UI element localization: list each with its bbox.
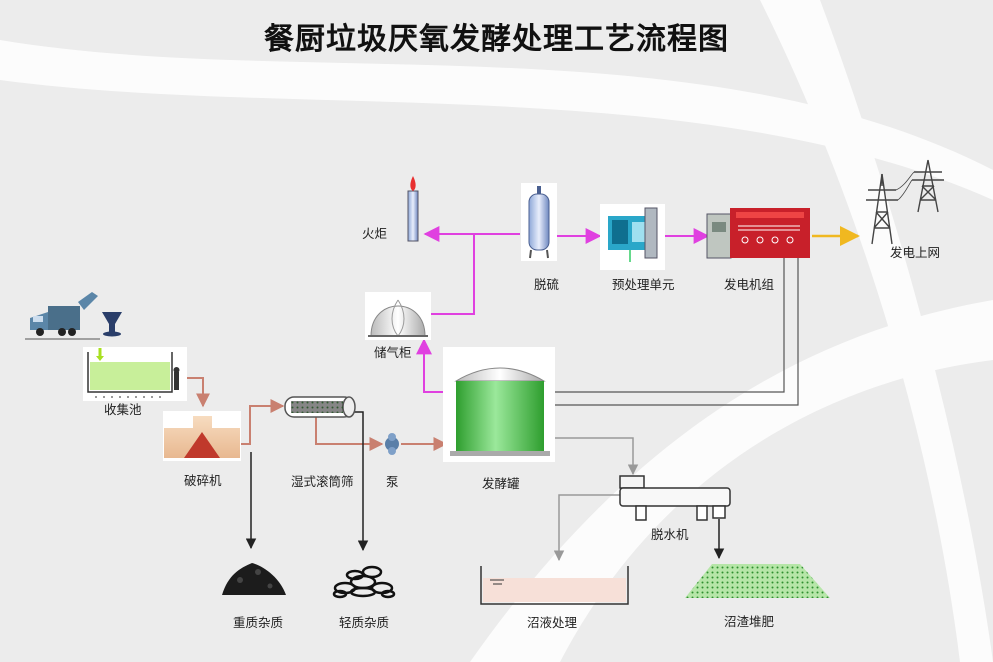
desulfurization-tank-icon — [521, 183, 557, 261]
heavy-impurities-label: 重质杂质 — [233, 615, 283, 630]
drum-screen-label: 湿式滚筒筛 — [291, 474, 354, 489]
heavy-impurities-pile-icon — [222, 563, 286, 595]
crusher-label: 破碎机 — [184, 473, 222, 488]
liquid-pool-icon — [480, 566, 629, 605]
light-impurities-pile-icon — [332, 565, 396, 599]
dewatering-label: 脱水机 — [651, 527, 689, 542]
page-title: 餐厨垃圾厌氧发酵处理工艺流程图 — [264, 22, 729, 57]
liquid-flow-lines — [545, 437, 639, 562]
light-impurities-label: 轻质杂质 — [339, 615, 389, 630]
dewatering-machine-icon — [619, 475, 731, 521]
collection-tank-icon — [83, 347, 187, 401]
pump-icon — [385, 433, 399, 455]
flare-label: 火炬 — [362, 226, 387, 241]
flare-icon — [407, 176, 419, 242]
compost-pile-icon — [685, 564, 830, 598]
generator-icon — [706, 208, 810, 259]
heat-return-lines — [542, 258, 799, 406]
generator-label: 发电机组 — [724, 277, 774, 292]
biogas-flow-lines — [416, 226, 710, 393]
collection-tank-label: 收集池 — [104, 402, 142, 417]
truck-icon — [25, 292, 100, 340]
desulfurization-label: 脱硫 — [534, 277, 560, 292]
material-flow-lines — [186, 377, 448, 451]
grid-label: 发电上网 — [890, 245, 940, 260]
pump-label: 泵 — [386, 474, 399, 489]
biogas-liquid-label: 沼液处理 — [527, 615, 578, 630]
digester-tank-icon — [443, 347, 555, 462]
crusher-icon — [163, 411, 241, 461]
gas-holder-label: 储气柜 — [374, 345, 412, 360]
pretreatment-label: 预处理单元 — [612, 277, 675, 292]
power-tower-icon — [866, 159, 944, 245]
gas-holder-icon — [365, 292, 431, 340]
pretreatment-unit-icon — [600, 204, 665, 270]
drum-screen-icon — [284, 396, 356, 418]
waste-flow-lines — [245, 411, 725, 560]
funnel-icon — [102, 312, 122, 337]
digester-label: 发酵罐 — [482, 476, 520, 491]
biogas-residue-label: 沼渣堆肥 — [724, 614, 775, 629]
